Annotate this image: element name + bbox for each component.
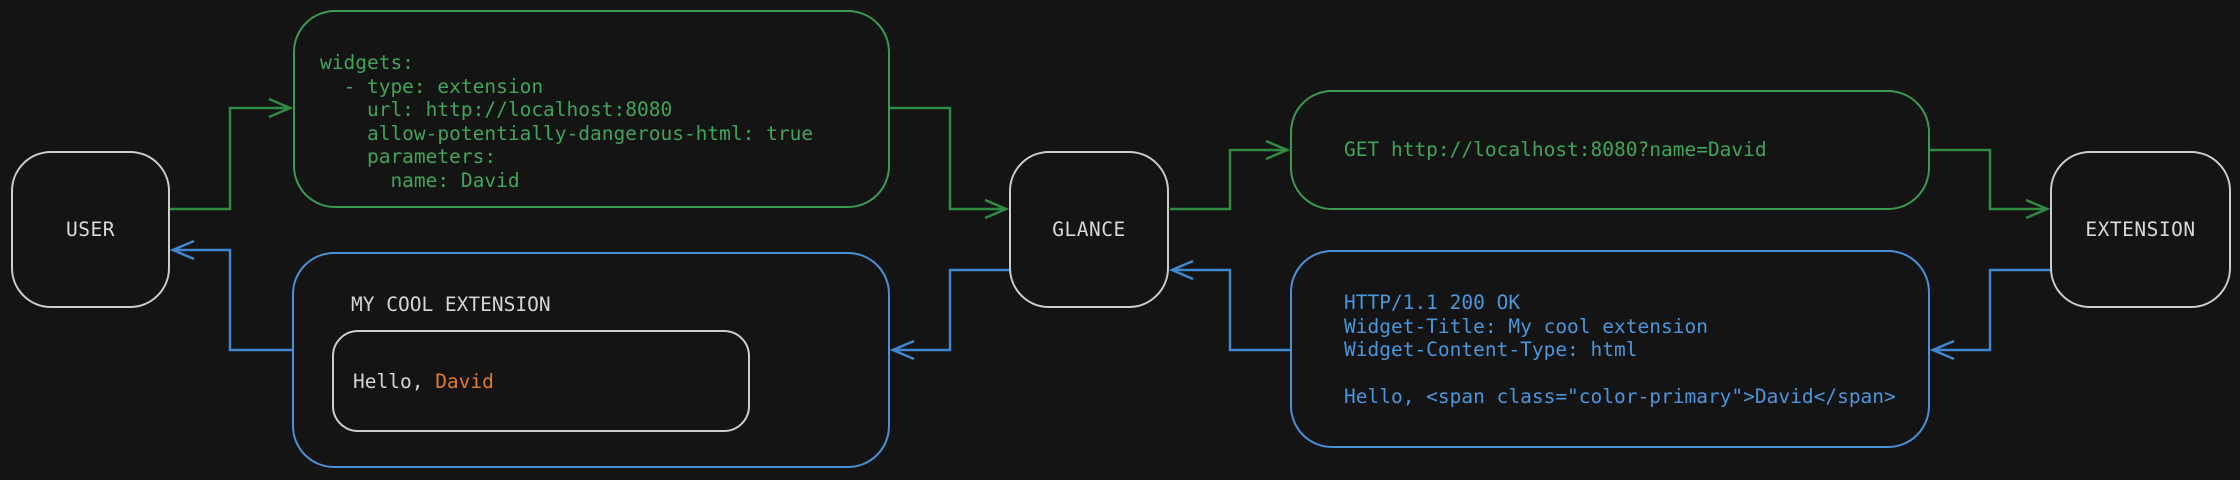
response-line: Widget-Title: My cool extension — [1344, 314, 1708, 338]
response-line: Widget-Content-Type: html — [1344, 338, 1638, 362]
arrow-widget-to-user — [173, 250, 292, 352]
http-response-box: HTTP/1.1 200 OK Widget-Title: My cool ex… — [1290, 250, 1930, 448]
http-request-box: GET http://localhost:8080?name=David — [1290, 90, 1930, 210]
arrow-user-to-config — [170, 108, 290, 211]
node-glance-label: GLANCE — [1052, 218, 1126, 241]
config-line: url: http://localhost:8080 — [320, 98, 673, 122]
config-line: allow-potentially-dangerous-html: true — [320, 121, 814, 145]
response-line — [1344, 362, 1928, 386]
arrow-request-to-extension — [1930, 148, 2047, 209]
config-line: widgets: — [320, 51, 414, 74]
arrow-glance-to-widget — [893, 268, 1009, 350]
arrow-glance-to-request — [1170, 150, 1287, 211]
greeting-text: Hello, — [353, 369, 436, 393]
node-extension-label: EXTENSION — [2085, 218, 2196, 241]
http-request-line: GET http://localhost:8080?name=David — [1344, 138, 1767, 162]
node-extension: EXTENSION — [2050, 151, 2231, 308]
node-user-label: USER — [66, 218, 115, 241]
arrow-config-to-glance — [890, 106, 1006, 209]
node-glance: GLANCE — [1009, 151, 1169, 308]
arrow-extension-to-response — [1933, 268, 2050, 350]
response-line: HTTP/1.1 200 OK — [1344, 291, 1521, 314]
widget-title: MY COOL EXTENSION — [351, 293, 551, 316]
config-line: - type: extension — [320, 74, 544, 98]
node-user: USER — [11, 151, 170, 308]
greeting-name: David — [435, 369, 494, 393]
rendered-widget-box: MY COOL EXTENSION Hello, David — [292, 252, 890, 468]
config-line: parameters: — [320, 145, 497, 169]
config-line: name: David — [320, 168, 520, 192]
config-yaml-box: widgets: - type: extension url: http://l… — [293, 10, 890, 208]
widget-content-frame: Hello, David — [332, 330, 750, 432]
arrow-response-to-glance — [1172, 270, 1290, 352]
response-line: Hello, <span class="color-primary">David… — [1344, 385, 1896, 409]
